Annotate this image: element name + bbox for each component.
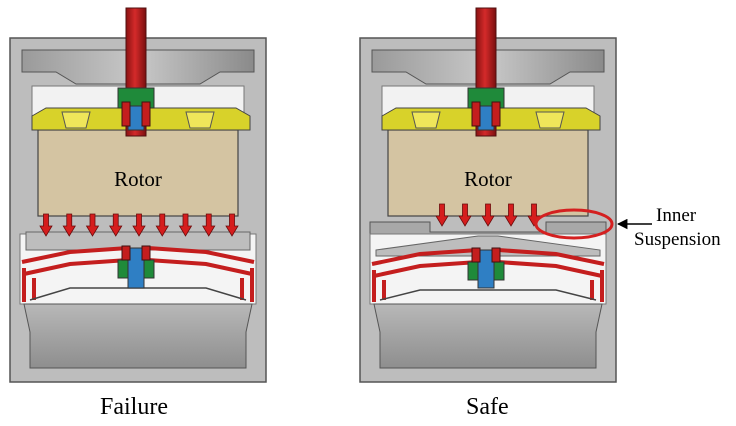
failure-caption: Failure	[100, 394, 168, 420]
lower-clip-left	[121, 245, 131, 261]
force-arrow	[85, 213, 100, 237]
force-arrow	[62, 213, 76, 237]
force-arrow	[202, 213, 216, 237]
bottom-cup	[373, 303, 603, 369]
rotor	[37, 129, 239, 217]
force-arrow	[178, 213, 193, 237]
bracket-slot-right	[185, 111, 215, 129]
force-arrow	[109, 213, 123, 237]
lower-spring-edge	[372, 270, 604, 302]
rotor-label: Rotor	[114, 167, 162, 191]
bottom-cup	[23, 303, 253, 369]
annotation-line-2: Suspension	[634, 229, 721, 250]
safe-caption: Safe	[466, 394, 509, 420]
failure-panel: Rotor	[9, 7, 267, 383]
lower-spring	[371, 248, 605, 278]
force-arrow	[504, 203, 518, 227]
bracket-slot-left	[61, 111, 91, 129]
force-arrows-safe	[435, 203, 541, 227]
lower-diaphragm	[379, 289, 597, 301]
lower-bearing	[127, 247, 145, 289]
shaft-clip-left	[121, 101, 131, 127]
force-arrow	[39, 213, 53, 237]
rotor-label: Rotor	[464, 167, 512, 191]
inner-suspension-highlight	[534, 208, 614, 240]
force-arrow	[458, 203, 472, 227]
force-arrows-failure	[39, 213, 239, 237]
lower-clip-right	[141, 245, 151, 261]
shaft-clip-left	[471, 101, 481, 127]
shaft-clip-right	[141, 101, 151, 127]
force-arrow	[132, 213, 146, 237]
safe-panel: Rotor	[359, 7, 617, 383]
lower-spring-edge	[22, 268, 254, 302]
annotation-line-1: Inner	[656, 205, 697, 226]
force-arrow	[435, 203, 449, 227]
shaft-clip-right	[491, 101, 501, 127]
bracket-slot-left	[411, 111, 441, 129]
force-arrow	[225, 213, 239, 237]
rotor	[387, 129, 589, 217]
bracket-slot-right	[535, 111, 565, 129]
lower-spring	[21, 246, 255, 276]
suspension-plate	[375, 235, 601, 257]
lower-clip-left	[471, 247, 481, 263]
lower-bearing	[477, 249, 495, 289]
force-arrow	[481, 203, 495, 227]
force-arrow	[155, 213, 169, 237]
lower-clip-right	[491, 247, 501, 263]
